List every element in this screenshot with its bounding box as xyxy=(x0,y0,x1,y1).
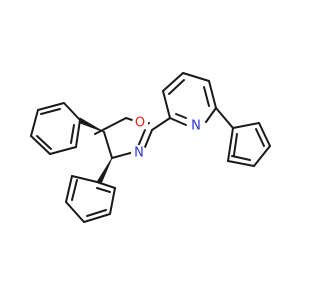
bond-ph1-d1 xyxy=(40,108,61,115)
bond-ph2-2 xyxy=(65,175,73,203)
bond-ph3-d2 xyxy=(231,155,251,161)
bond-c4-c5 xyxy=(103,131,113,159)
bond-ph3-5 xyxy=(227,127,234,162)
bond-ph1-5 xyxy=(49,146,77,155)
atom-label-n-pyridine: N xyxy=(191,119,201,134)
bond-ph3-1 xyxy=(232,122,260,129)
bonds xyxy=(30,72,271,223)
bond-py-c5-c6 xyxy=(208,80,217,109)
bond-ph2-4 xyxy=(83,213,111,223)
bond-ph2-3 xyxy=(65,201,85,223)
bond-ph3-4 xyxy=(227,160,255,167)
bond-n3-c4 xyxy=(111,151,135,159)
bond-py-c5-c6-double xyxy=(203,86,210,107)
bond-ph3-2 xyxy=(258,122,271,147)
bond-ph3-3 xyxy=(253,145,271,167)
atom-label-o: O xyxy=(135,116,145,131)
bond-pyridine-phenyl xyxy=(215,107,234,129)
bond-py-c6-n xyxy=(205,107,217,123)
bond-c5-o1 xyxy=(125,117,133,121)
bond-ph1-3 xyxy=(30,109,39,137)
wedge-c4-phenyl xyxy=(96,157,113,185)
bond-ph2-d1 xyxy=(71,179,78,201)
stereo-wedges xyxy=(79,117,113,185)
bond-ph3-d3 xyxy=(233,133,238,156)
atom-label-n-oxazoline: N xyxy=(134,146,144,161)
bond-py-c4-c5 xyxy=(182,72,210,82)
chemical-structure: O N N xyxy=(30,72,271,223)
bond-ph1-6 xyxy=(75,119,81,148)
bond-ph2-d2 xyxy=(86,209,107,217)
bond-py-n-c2-double xyxy=(175,113,187,119)
atom-pyridine-nitrogen: N xyxy=(188,118,204,134)
bond-c2-pyridine xyxy=(151,117,171,131)
bond-py-c3-c4-double xyxy=(168,79,185,95)
bond-py-c2-c3 xyxy=(162,90,171,119)
atom-labels: O N N xyxy=(131,115,204,161)
bond-ph1-d2 xyxy=(36,135,52,150)
atom-oxygen: O xyxy=(132,115,148,131)
bond-ph1-4 xyxy=(30,135,51,155)
bond-py-c3-c4 xyxy=(162,72,184,92)
bond-ph2-d3 xyxy=(96,187,111,193)
bond-o1-c5 xyxy=(94,117,127,135)
bond-ph2-1 xyxy=(71,175,98,183)
atom-oxazoline-nitrogen: N xyxy=(131,145,147,161)
bond-py-n-c2 xyxy=(169,117,187,126)
bond-ph2-5 xyxy=(109,187,116,215)
bond-ph1-1 xyxy=(63,102,81,121)
bond-ph1-2 xyxy=(37,102,65,111)
bond-ph3-d1 xyxy=(255,128,265,147)
bond-ph1-d3 xyxy=(70,124,75,144)
wedge-c5-phenyl xyxy=(79,117,105,133)
